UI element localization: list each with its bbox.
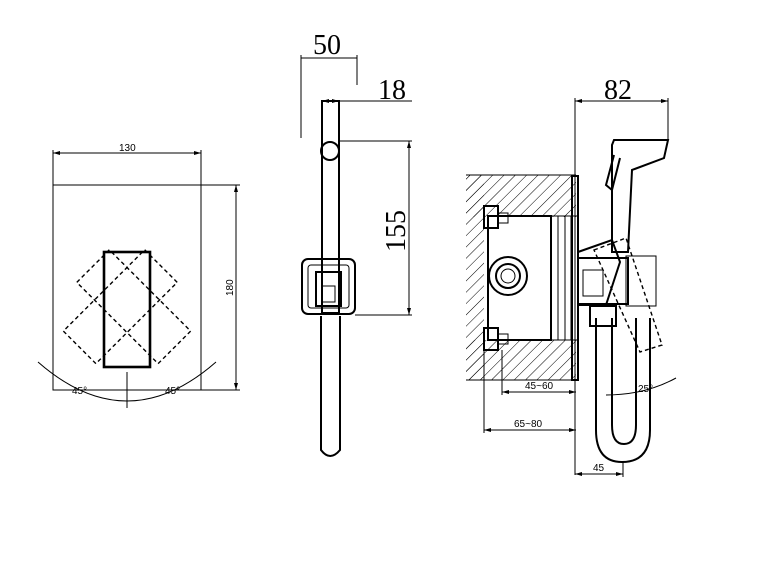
- mounting-bar: [321, 100, 340, 314]
- section-angle-label: 25°: [638, 384, 653, 395]
- hose-offset-label: 45: [593, 463, 605, 474]
- section-hose: [595, 318, 651, 464]
- section-width-label: 82: [604, 75, 632, 106]
- hand-shower-head: [611, 139, 670, 253]
- side-view: 50 18 155: [300, 30, 412, 457]
- valve-cartridge: [488, 256, 528, 296]
- handle-lever: [102, 250, 152, 369]
- shower-hose: [320, 316, 341, 457]
- shower-holder: [301, 258, 356, 315]
- handle-rotated-right: [62, 248, 179, 365]
- wall-depth-2-label: 65~80: [514, 419, 543, 430]
- side-height-label: 155: [381, 210, 412, 252]
- wall-depth-1-label: 45~60: [525, 381, 554, 392]
- front-view: 130 180 45° 45°: [37, 143, 240, 408]
- wall-hatch-bottom: [466, 340, 576, 380]
- side-bar-label: 18: [378, 75, 406, 106]
- angle-left-label: 45°: [72, 386, 87, 397]
- wall-hatch-left: [466, 175, 484, 380]
- angle-right-label: 45°: [165, 386, 180, 397]
- section-view: 82 25°: [466, 75, 677, 477]
- front-width-label: 130: [119, 143, 136, 154]
- handle-rotated-left: [75, 248, 192, 365]
- front-height-label: 180: [225, 279, 236, 296]
- wall-plate-outline: [52, 184, 202, 391]
- wall-bracket-screw: [320, 141, 340, 161]
- side-depth-label: 50: [313, 30, 341, 61]
